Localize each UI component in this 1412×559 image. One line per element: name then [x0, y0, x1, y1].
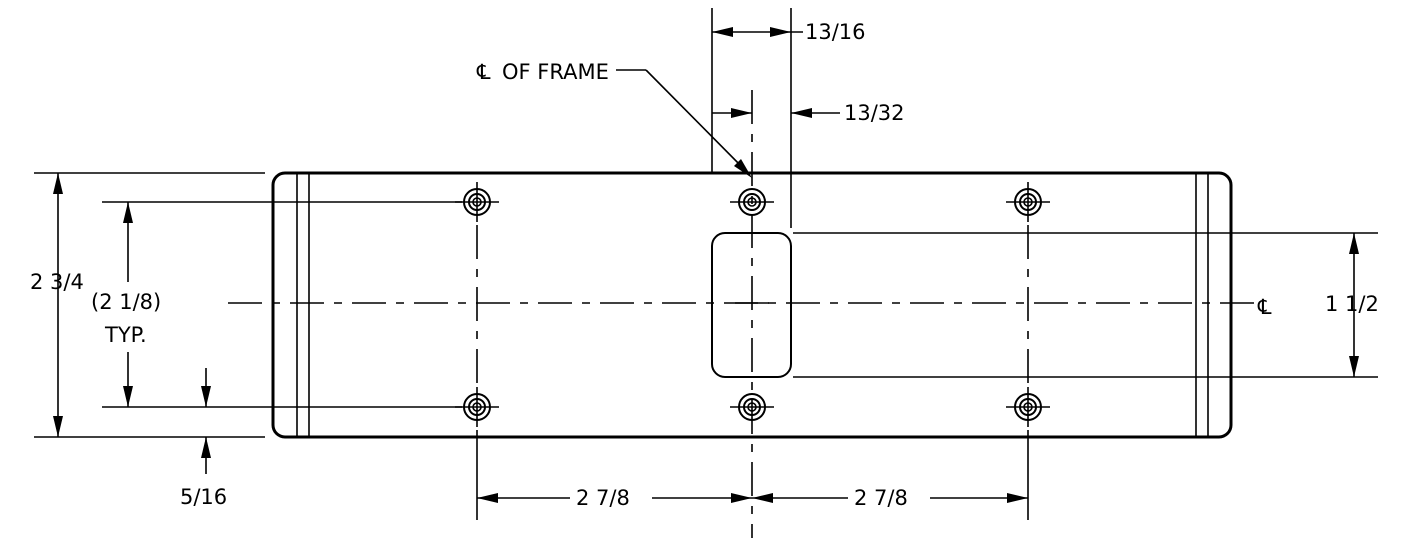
dim-hole-spacing-vertical	[102, 201, 462, 408]
dim-overall-height	[34, 172, 265, 438]
dim-overall-height-label: 2 3/4	[30, 270, 84, 294]
dim-hole-spacing-horizontal	[476, 430, 1029, 520]
hole-top-left	[455, 182, 499, 222]
hole-bottom-left	[455, 387, 499, 427]
dim-slot-half-width	[712, 108, 840, 118]
dim-edge-offset	[201, 368, 211, 474]
centerline-symbol-right: ℄	[1257, 295, 1272, 319]
dim-slot-half-width-label: 13/32	[844, 101, 905, 125]
dim-hole-spacing-label: (2 1/8)	[91, 290, 161, 314]
dim-edge-offset-label: 5/16	[180, 485, 227, 509]
dim-hole-spacing-left-label: 2 7/8	[576, 486, 630, 510]
hole-bottom-right	[1006, 387, 1050, 427]
dim-hole-spacing-typ: TYP.	[104, 323, 147, 347]
hole-top-center	[730, 188, 774, 216]
dim-slot-height	[793, 232, 1378, 378]
centerline-frame-label: OF FRAME	[502, 60, 609, 84]
dim-hole-spacing-right-label: 2 7/8	[854, 486, 908, 510]
hole-top-right	[1006, 182, 1050, 222]
dim-slot-width	[711, 8, 803, 228]
centerline-leader	[616, 69, 752, 178]
hole-bottom-center	[730, 393, 774, 421]
centerline-symbol-top: ℄	[476, 60, 491, 84]
dim-slot-width-label: 13/16	[805, 20, 866, 44]
dim-slot-height-label: 1 1/2	[1325, 292, 1379, 316]
